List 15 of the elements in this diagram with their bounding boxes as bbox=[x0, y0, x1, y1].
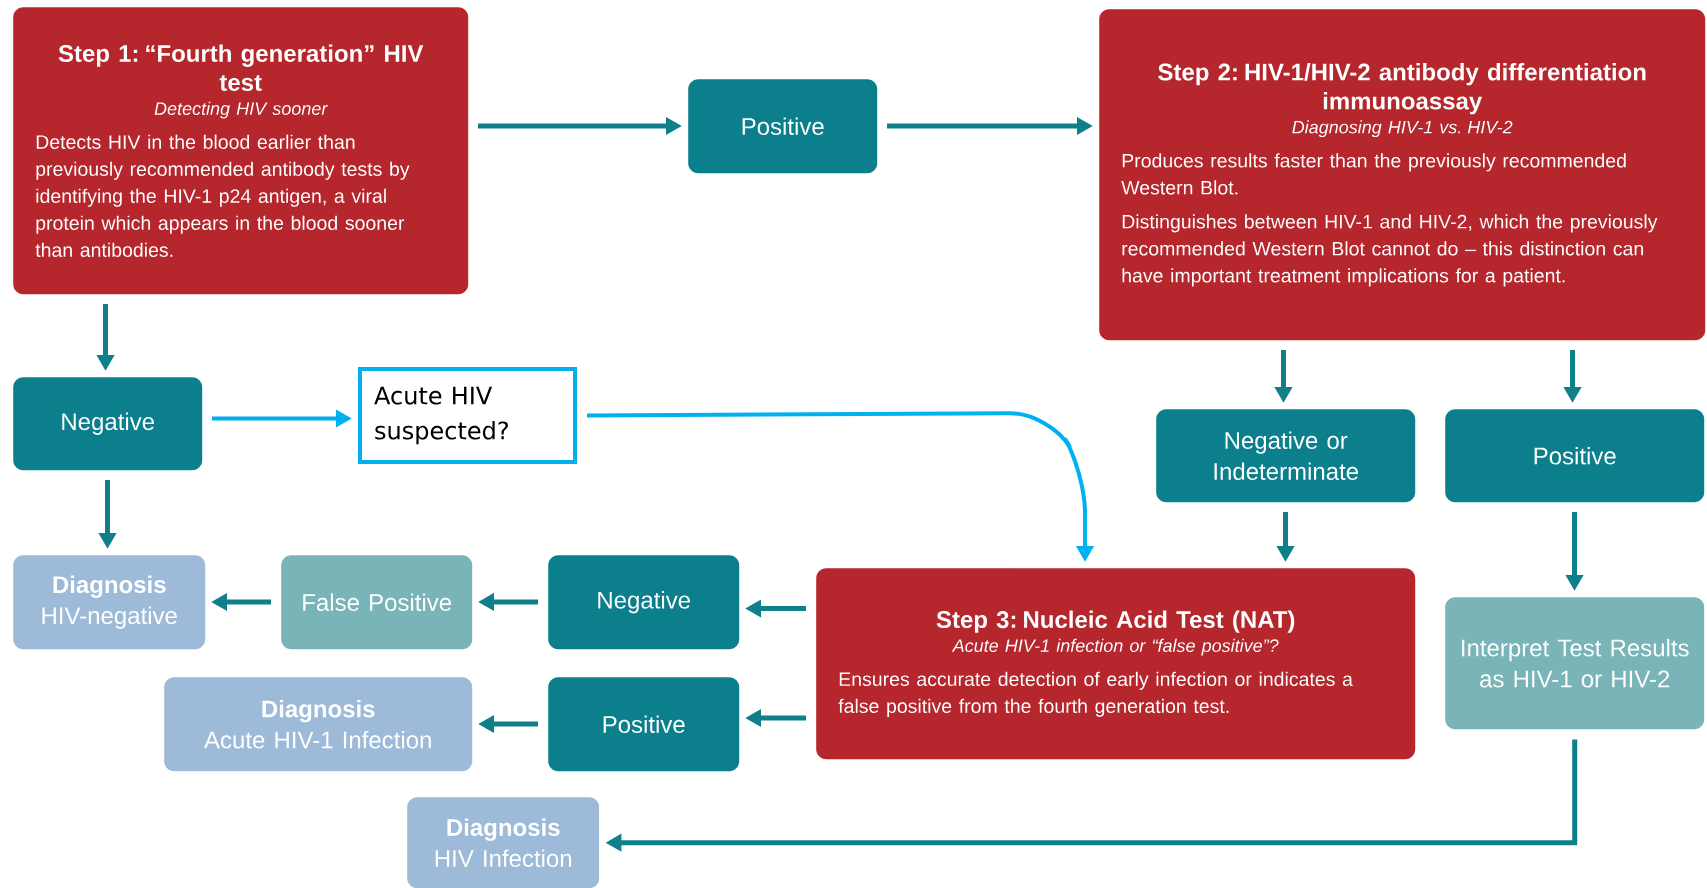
diagnosis-box: Diagnosis HIV-negative bbox=[13, 555, 206, 650]
step-box: Step 3: Nucleic Acid Test (NAT) Acute HIV-1 infection or “false positive”? Ensures accurate detection of early infection or indicates a false positive from the fourth generation test. bbox=[816, 568, 1416, 760]
interpret-box: Interpret Test Results as HIV-1 or HIV-2 bbox=[1445, 597, 1705, 730]
question-box: Acute HIV suspected? bbox=[358, 367, 577, 464]
step-box: Step 2: HIV-1/HIV-2 antibody differentiation immunoassay Diagnosing HIV-1 vs. HIV-2 Produces results faster than the previously recommended Western Blot. Distinguishes between HIV-1 and HIV-2, which the previously recommended Western Blot cannot do – this distinction can have important treatment implications for a patient. bbox=[1099, 9, 1706, 341]
step-box: Step 1: “Fourth generation” HIV test Detecting HIV sooner Detects HIV in the blood earlier than previously recommended antibody tests by identifying the HIV-1 p24 antigen, a viral protein which appears in the blood sooner than antibodies. bbox=[13, 7, 469, 295]
result-box: Negative bbox=[13, 377, 203, 471]
result-box: Positive bbox=[1445, 409, 1705, 503]
result-box: Negative bbox=[548, 555, 740, 650]
result-box: False Positive bbox=[281, 555, 473, 650]
result-box: Positive bbox=[688, 79, 878, 174]
diagnosis-box: Diagnosis HIV Infection bbox=[407, 797, 600, 888]
result-box: Negative or Indeterminate bbox=[1156, 409, 1416, 503]
result-box: Positive bbox=[548, 677, 740, 772]
diagnosis-box: Diagnosis Acute HIV-1 Infection bbox=[164, 677, 473, 772]
